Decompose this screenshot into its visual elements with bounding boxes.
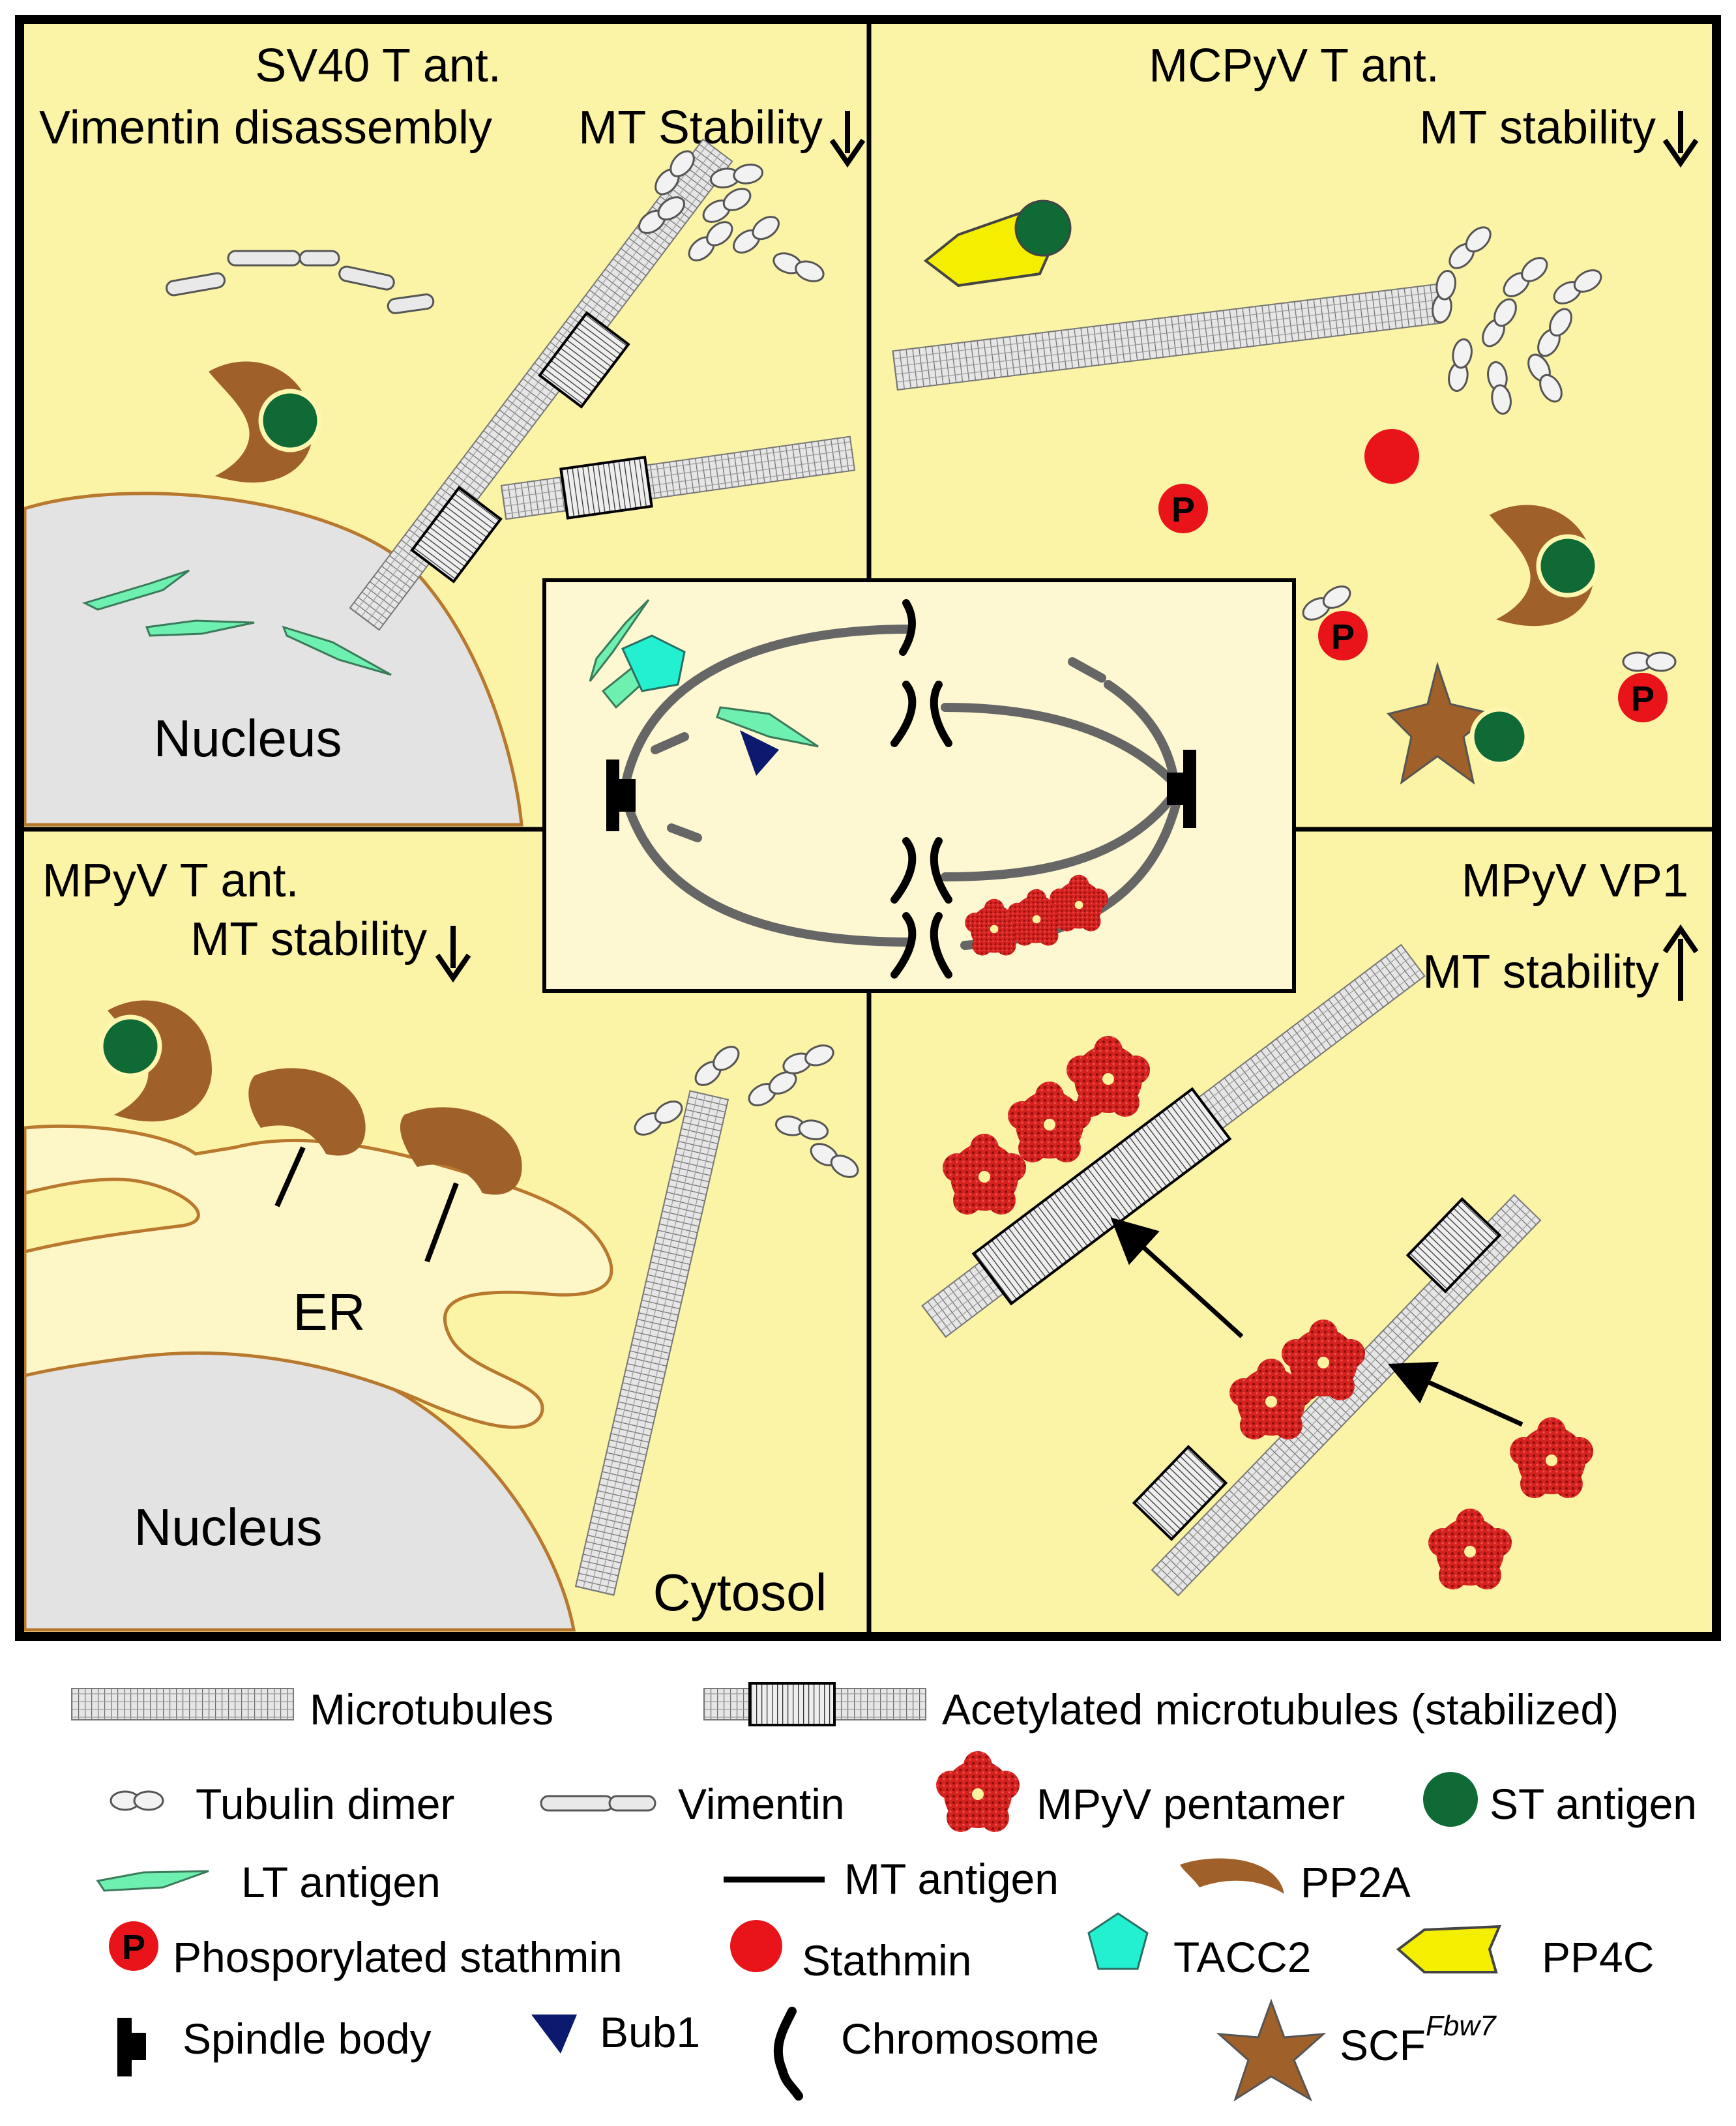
mcpyv-stability-label: MT stability [1419, 102, 1656, 154]
legend-pp2a: PP2A [1301, 1858, 1411, 1906]
microtubule-mpyv-t [574, 1090, 729, 1596]
legend-tacc2: TACC2 [1173, 1933, 1311, 1981]
legend-tubulin-dimer: Tubulin dimer [196, 1780, 454, 1828]
legend-bub1: Bub1 [600, 2008, 700, 2056]
lt-antigens [81, 569, 392, 676]
pp2a-icon [1180, 1858, 1284, 1894]
legend-scf: SCFFbw7 [1340, 2010, 1497, 2069]
mitotic-spindle-inset [542, 578, 1296, 993]
panel-sv40: SV40 T ant. Vimentin disassembly MT Stab… [39, 40, 866, 767]
panel-mcpyv: MCPyV T ant. MT stability P [892, 40, 1699, 785]
legend-vimentin: Vimentin [678, 1780, 845, 1828]
spindle-body-icon [606, 760, 636, 831]
spindle-body-icon [1167, 750, 1196, 828]
svg-text:P: P [1331, 617, 1355, 657]
panel-mpyv-vp1: MPyV VP1 MT stability [921, 855, 1699, 1597]
st-antigen-icon [1014, 199, 1072, 257]
tubulin-dimer-icon [1622, 651, 1677, 672]
vimentin-icon [540, 1795, 656, 1812]
legend-microtubules: Microtubules [310, 1685, 553, 1734]
svg-text:P: P [122, 1928, 145, 1967]
st-antigen-icon [1469, 707, 1529, 767]
phospho-stathmin-3: P [1618, 673, 1668, 722]
stathmin-icon [1364, 429, 1419, 484]
vp1-title: MPyV VP1 [1462, 855, 1688, 907]
er-label: ER [293, 1283, 365, 1341]
chromosome-icons [890, 599, 952, 979]
legend: Microtubules Acetylated microtubules (st… [71, 1682, 1697, 2102]
legend-phos-stathmin: Phosporylated stathmin [173, 1933, 623, 1981]
vimentin-fragments [166, 250, 435, 314]
arrow-icon [1387, 1361, 1523, 1427]
legend-st-antigen: ST antigen [1490, 1780, 1697, 1828]
sv40-title: SV40 T ant. [255, 40, 501, 92]
legend-pp4c: PP4C [1542, 1933, 1654, 1981]
vimentin-disassembly-label: Vimentin disassembly [39, 102, 492, 154]
legend-stathmin: Stathmin [802, 1936, 971, 1985]
spindle-body-icon [117, 2018, 146, 2076]
legend-acetylated: Acetylated microtubules (stabilized) [942, 1685, 1619, 1734]
phospho-stathmin-2: P [1318, 611, 1368, 660]
mpyv-t-stability-label: MT stability [190, 913, 427, 966]
mt-antigen-pp2a-2 [400, 1107, 522, 1263]
legend-mpyv-pentamer: MPyV pentamer [1037, 1780, 1345, 1828]
lt-antigen-icon [96, 1870, 209, 1892]
legend-chromosome: Chromosome [841, 2015, 1099, 2063]
tubulin-dimer-icon [110, 1790, 164, 1811]
panel-mpyv-t: MPyV T ant. MT stability ER Nucleus Cyto… [42, 855, 863, 1621]
arrow-icon [1110, 1217, 1244, 1338]
legend-mt-antigen: MT antigen [844, 1855, 1059, 1903]
svg-text:P: P [1171, 490, 1195, 529]
microtubules-sv40 [349, 138, 856, 631]
cytosol-label: Cytosol [653, 1563, 827, 1621]
tacc2-icon [1087, 1912, 1149, 1970]
mcpyv-title: MCPyV T ant. [1149, 40, 1439, 92]
bub1-icon [740, 730, 779, 776]
nucleus-label-top: Nucleus [153, 709, 342, 767]
st-antigen-icon [1536, 534, 1600, 598]
stathmin-icon [730, 1920, 782, 1972]
mpyv-pentamer-icon [936, 1751, 1020, 1832]
pp4c-icon [1396, 1925, 1502, 1973]
microtubule-icon [71, 1688, 294, 1720]
legend-lt-antigen: LT antigen [241, 1858, 441, 1906]
vp1-stability-label: MT stability [1422, 946, 1659, 998]
mt-antigen-pp2a-1 [248, 1068, 366, 1207]
legend-spindle-body: Spindle body [183, 2015, 432, 2063]
svg-text:P: P [1631, 679, 1655, 718]
st-antigen-icon [258, 389, 322, 452]
nucleus-label-bottom: Nucleus [134, 1498, 322, 1556]
lt-antigen-icon [589, 598, 650, 682]
bub1-icon [531, 2015, 577, 2054]
st-antigen-icon [1423, 1772, 1478, 1827]
panels-border [15, 15, 1721, 1641]
scf-fbw7-icon [1387, 661, 1495, 785]
st-antigen-icon [98, 1014, 162, 1078]
lt-antigen-icon [716, 706, 819, 748]
mpyv-t-title: MPyV T ant. [42, 855, 299, 907]
phospho-stathmin-1: P [1158, 484, 1208, 533]
chromosome-icon [773, 2007, 803, 2101]
tacc2-icon [621, 634, 686, 692]
phospho-stathmin-icon: P [109, 1921, 158, 1971]
scf-fbw7-icon [1216, 1998, 1327, 2102]
